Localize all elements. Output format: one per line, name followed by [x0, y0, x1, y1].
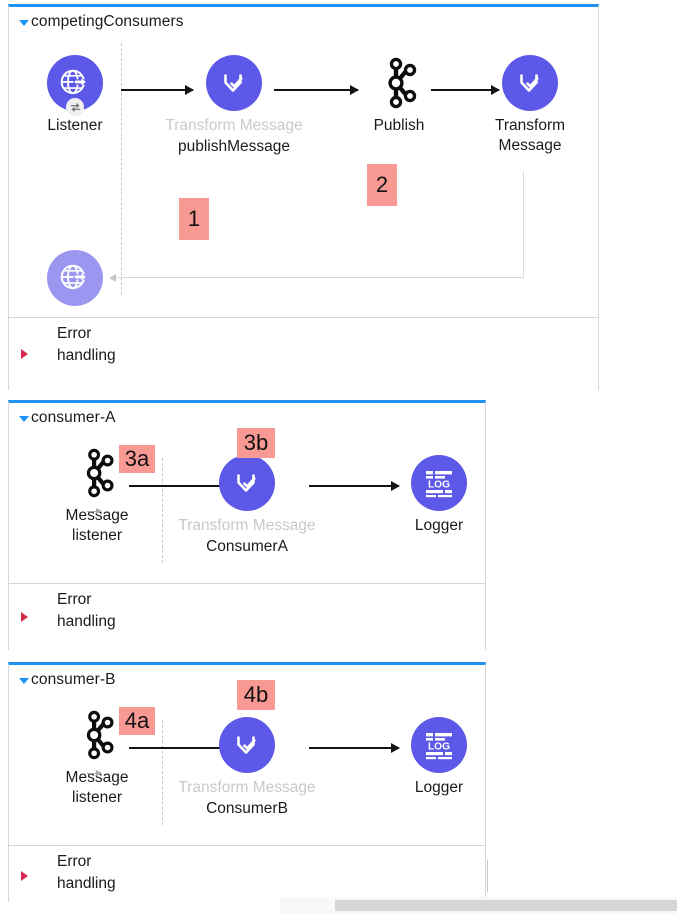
node-label: Listener — [47, 117, 103, 134]
node-label: Transform Message — [165, 117, 303, 134]
source-divider — [162, 720, 163, 825]
node-transform-consumer-a[interactable]: Transform Message ConsumerA — [172, 455, 322, 558]
connector-arrow — [309, 481, 400, 491]
highlight-badge-1: 1 — [179, 198, 209, 240]
exchange-badge-icon — [66, 98, 84, 116]
node-label: Logger — [414, 517, 464, 534]
node-label: Transform Message — [178, 779, 316, 796]
connector-arrow — [431, 85, 500, 95]
node-label: Message listener — [65, 507, 129, 544]
node-publish[interactable]: Publish — [357, 55, 441, 136]
transform-message-icon — [219, 455, 275, 511]
error-handling-label: Error handling — [57, 853, 116, 892]
node-label: Transform Message — [178, 517, 316, 534]
node-transform-consumer-b[interactable]: Transform Message ConsumerB — [172, 717, 322, 820]
return-path-horizontal — [115, 277, 524, 278]
expand-caret-icon[interactable] — [21, 870, 28, 881]
expand-caret-icon[interactable] — [21, 349, 28, 359]
globe-arrow-icon — [47, 250, 103, 306]
globe-arrow-icon — [47, 55, 103, 116]
collapse-caret-icon[interactable] — [19, 416, 29, 422]
node-label: Transform Message — [494, 117, 566, 154]
listener-direction-arrow-icon — [87, 508, 102, 514]
node-sublabel: publishMessage — [177, 138, 290, 155]
node-sublabel: ConsumerB — [206, 800, 288, 817]
horizontal-scrollbar-thumb[interactable] — [335, 900, 677, 911]
highlight-badge-3b: 3b — [237, 428, 275, 458]
return-path-arrowhead — [109, 274, 116, 282]
node-message-listener[interactable]: Message listener — [47, 445, 147, 546]
flow-title: consumer-B — [31, 671, 116, 688]
node-sublabel: ConsumerA — [206, 538, 288, 555]
editor-split-rule — [487, 860, 488, 892]
highlight-badge-text: 1 — [187, 206, 201, 231]
node-label: Logger — [414, 779, 464, 796]
svg-text:LOG: LOG — [428, 742, 450, 753]
logger-icon: LOG — [411, 455, 467, 511]
connector-arrow — [309, 743, 400, 753]
collapse-caret-icon[interactable] — [19, 678, 29, 684]
kafka-icon — [371, 55, 427, 111]
error-handling-label: Error handling — [57, 591, 116, 630]
listener-direction-arrow-icon — [87, 770, 102, 776]
logger-icon: LOG — [411, 717, 467, 773]
node-transform-message[interactable]: Transform Message — [480, 55, 580, 156]
highlight-badge-3a: 3a — [119, 445, 155, 473]
collapse-caret-icon[interactable] — [19, 20, 29, 26]
source-divider — [162, 458, 163, 563]
flow-title: consumer-A — [31, 409, 116, 426]
highlight-badge-text: 2 — [375, 172, 389, 197]
svg-text:LOG: LOG — [428, 480, 450, 491]
error-handling-label: Error handling — [57, 325, 116, 364]
error-handling-strip[interactable]: Error handling — [9, 845, 485, 905]
source-divider — [121, 43, 122, 295]
transform-message-icon — [206, 55, 262, 111]
node-response[interactable] — [31, 250, 119, 306]
connector-arrow — [121, 85, 194, 95]
transform-message-icon — [219, 717, 275, 773]
node-transform-publish-message[interactable]: Transform Message publishMessage — [159, 55, 309, 158]
highlight-badge-4b: 4b — [237, 680, 275, 710]
error-handling-strip[interactable]: Error handling — [9, 583, 485, 650]
node-logger[interactable]: LOG Logger — [394, 455, 484, 536]
node-logger[interactable]: LOG Logger — [394, 717, 484, 798]
flow-panel-competing-consumers[interactable]: competingConsumers — [8, 4, 599, 390]
highlight-badge-4a: 4a — [119, 707, 155, 735]
flow-panel-consumer-b[interactable]: consumer-B — [8, 662, 486, 905]
highlight-badge-text: 4a — [124, 708, 150, 733]
flow-title: competingConsumers — [31, 13, 184, 30]
highlight-badge-2: 2 — [367, 164, 397, 206]
highlight-badge-text: 3b — [243, 430, 269, 455]
kafka-icon — [69, 707, 125, 763]
node-label: Message listener — [65, 769, 129, 806]
return-path-vertical — [523, 171, 524, 278]
kafka-icon — [69, 445, 125, 501]
transform-message-icon — [502, 55, 558, 111]
error-handling-strip[interactable]: Error handling — [9, 317, 598, 390]
highlight-badge-text: 3a — [124, 446, 150, 471]
node-label: Publish — [373, 117, 425, 134]
node-listener[interactable]: Listener — [31, 55, 119, 136]
connector-arrow — [274, 85, 359, 95]
flow-panel-consumer-a[interactable]: consumer-A — [8, 400, 486, 650]
highlight-badge-text: 4b — [243, 682, 269, 707]
node-message-listener[interactable]: Message listener — [47, 707, 147, 808]
expand-caret-icon[interactable] — [21, 612, 28, 622]
